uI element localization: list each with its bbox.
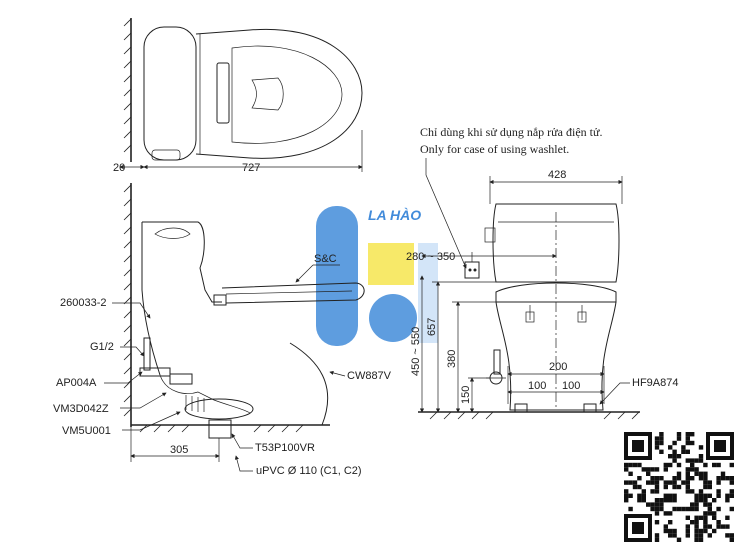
label-part-upvc: uPVC Ø 110 (C1, C2) bbox=[256, 465, 362, 477]
washlet-note: Chỉ dùng khi sử dụng nắp rửa điện tử. On… bbox=[420, 125, 603, 269]
note-vietnamese: Chỉ dùng khi sử dụng nắp rửa điện tử. bbox=[420, 125, 603, 139]
label-part-ap004a: AP004A bbox=[56, 377, 97, 389]
label-part-sc: S&C bbox=[314, 253, 337, 265]
front-view: 428 bbox=[406, 169, 678, 420]
dim-seat-height: 380 bbox=[446, 350, 458, 368]
dim-overall-width: 428 bbox=[548, 169, 566, 181]
label-part-vm3d: VM3D042Z bbox=[53, 403, 109, 415]
label-part-vm5u: VM5U001 bbox=[62, 425, 111, 437]
dim-base-width: 200 bbox=[549, 361, 567, 373]
side-view: 260033-2 G1/2 AP004A VM3D042Z VM5U001 S&… bbox=[53, 183, 392, 477]
label-part-260033: 260033-2 bbox=[60, 297, 107, 309]
watermark-logo: LA HÀO bbox=[316, 206, 438, 346]
dim-outlet-range: 280 ~ 350 bbox=[406, 251, 455, 263]
label-part-hf: HF9A874 bbox=[632, 377, 678, 389]
note-english: Only for case of using washlet. bbox=[420, 142, 569, 156]
label-part-g12: G1/2 bbox=[90, 341, 114, 353]
dim-total-height: 657 bbox=[426, 318, 438, 336]
label-part-t53: T53P100VR bbox=[255, 442, 315, 454]
dim-overall-length: 727 bbox=[242, 162, 260, 174]
dim-rough-in: 305 bbox=[170, 444, 188, 456]
dim-base-half-left: 100 bbox=[528, 380, 546, 392]
watermark-text: LA HÀO bbox=[368, 207, 421, 223]
dim-wall-gap: 20 bbox=[113, 162, 125, 174]
dim-supply-height: 150 bbox=[460, 386, 472, 404]
qr-code-icon bbox=[624, 432, 734, 542]
dim-base-half-right: 100 bbox=[562, 380, 580, 392]
label-part-cw: CW887V bbox=[347, 370, 392, 382]
dim-outlet-height: 450 ~ 550 bbox=[410, 327, 422, 376]
top-view: 20 727 bbox=[113, 18, 363, 174]
